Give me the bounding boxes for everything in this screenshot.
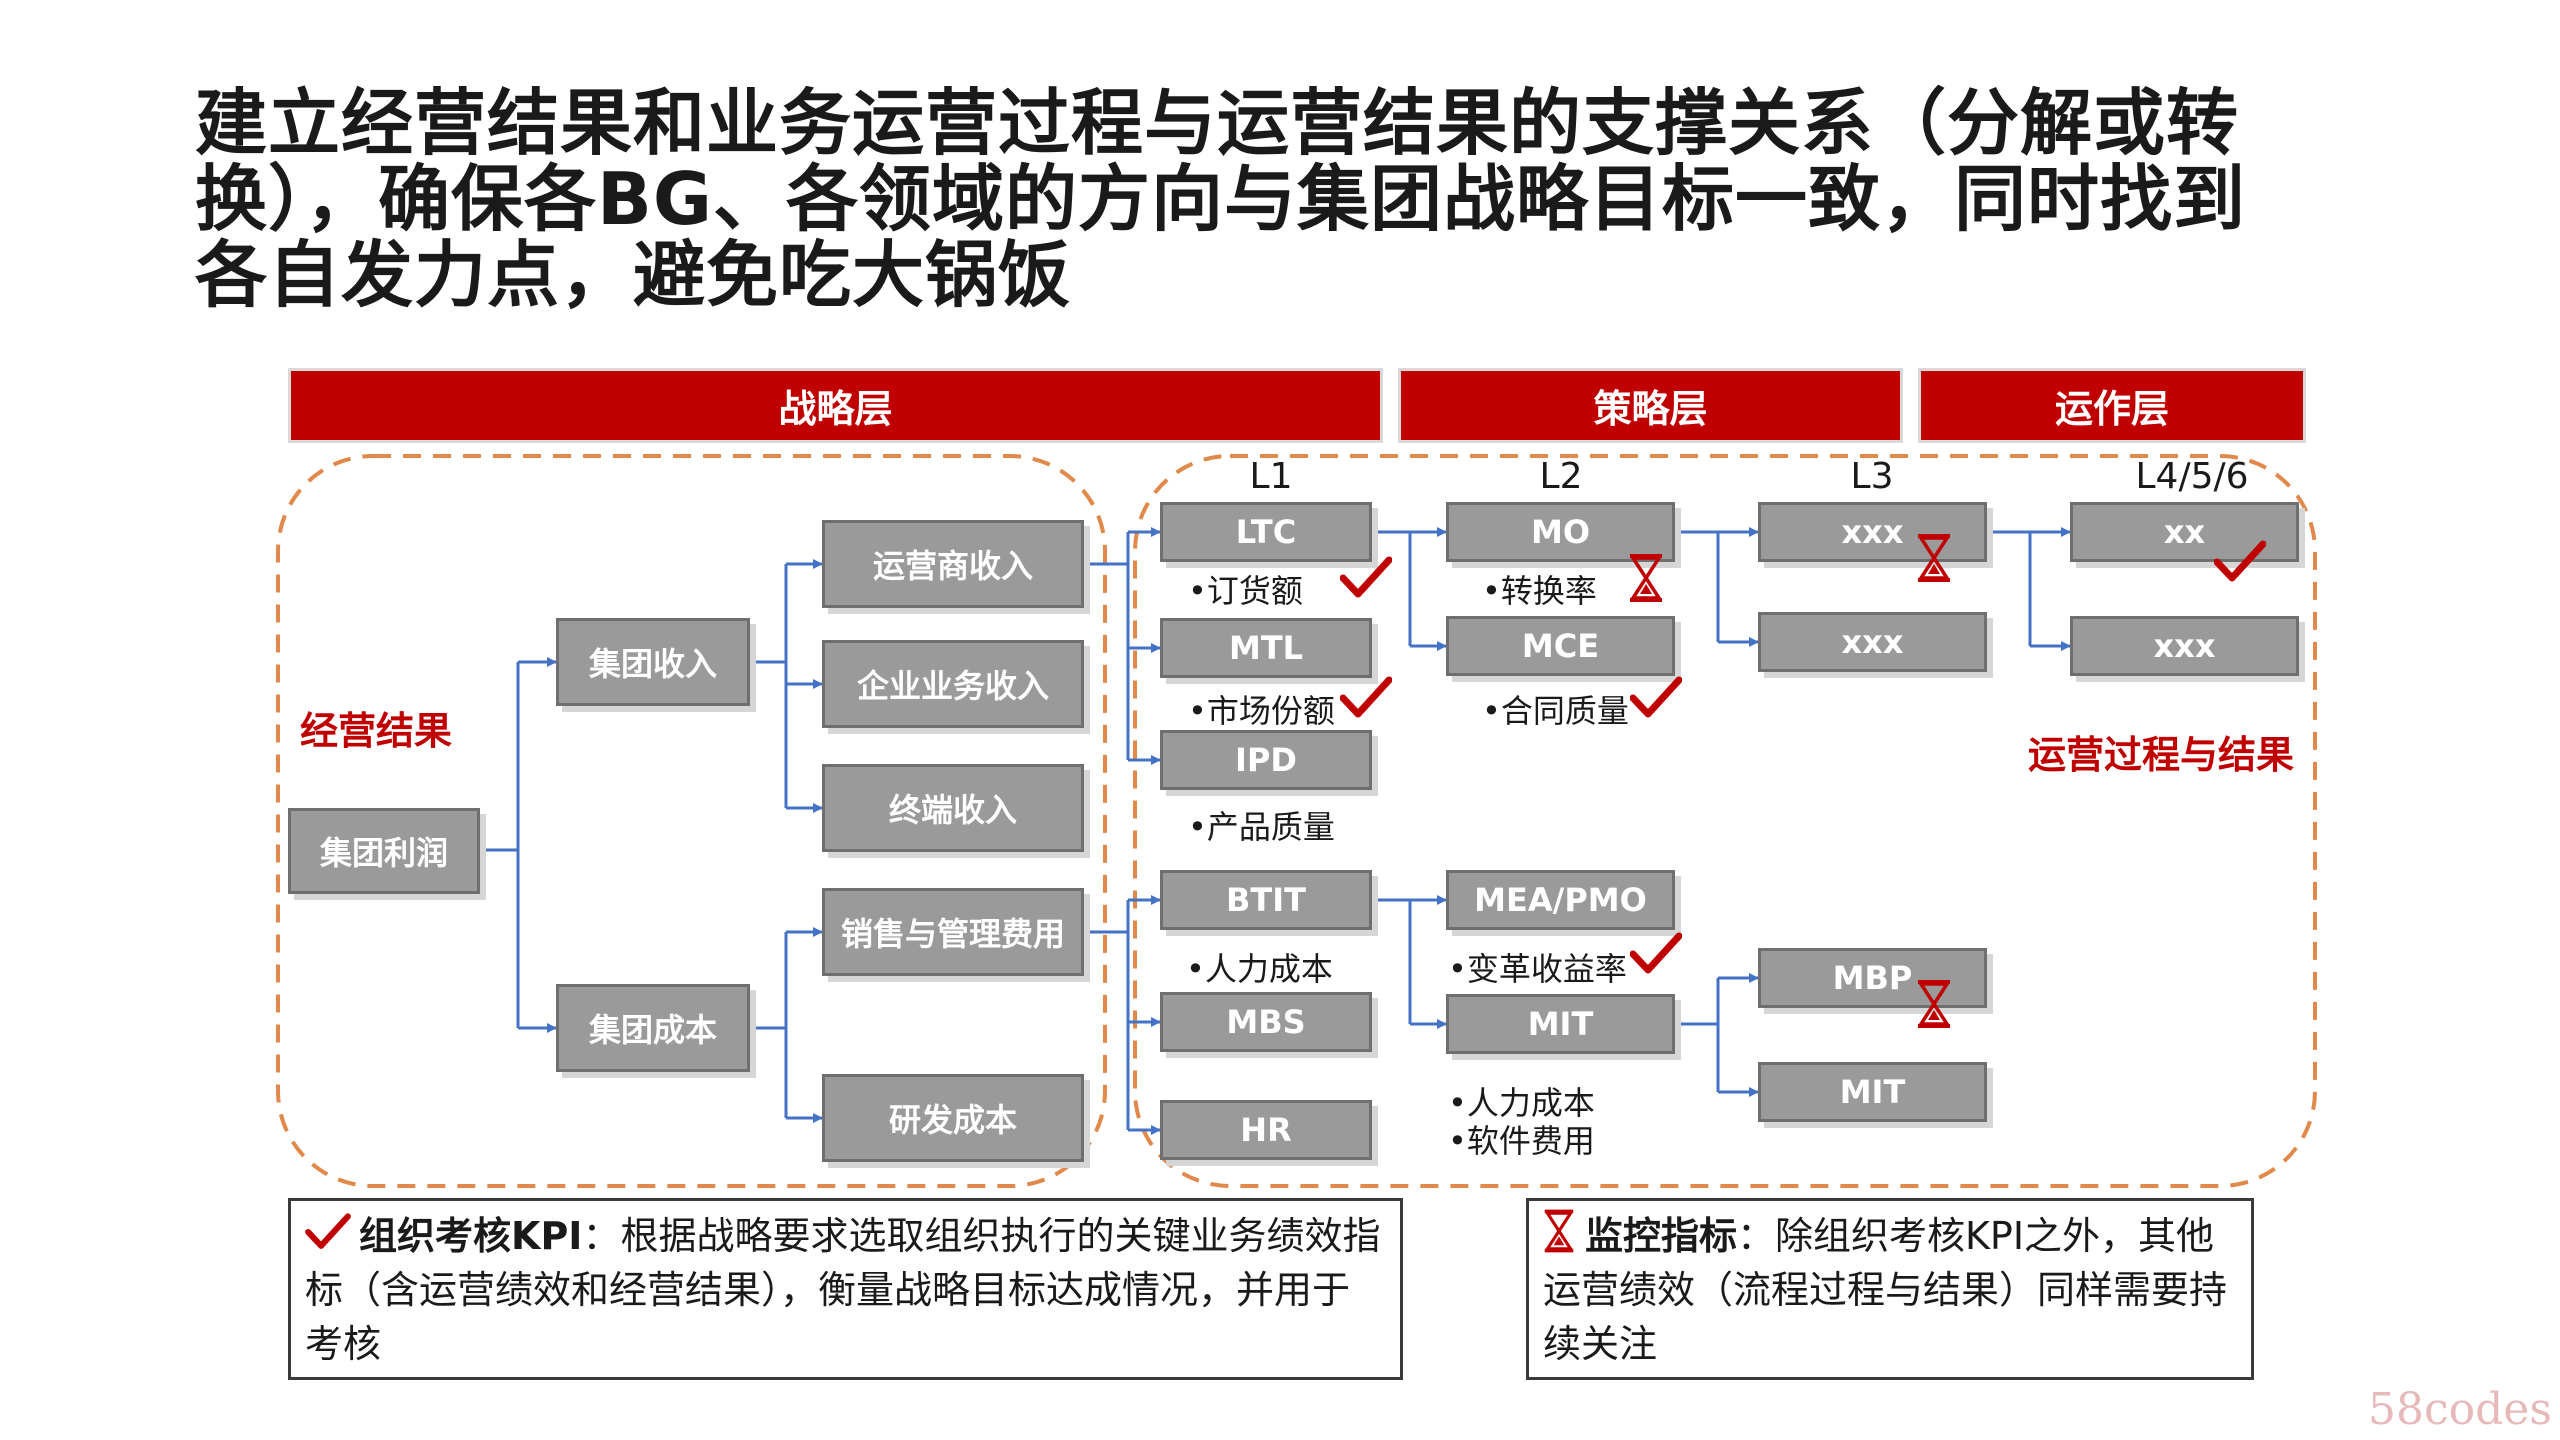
node-btit: BTIT [1160,870,1372,930]
metric-software-cost: •软件费用 [1448,1122,1595,1160]
node-mbp: MBP [1758,948,1987,1008]
title-line-3: 各自发力点，避免吃大锅饭 [195,233,1072,317]
check-icon [305,1213,351,1251]
legend-monitor: 监控指标：除组织考核KPI之外，其他运营绩效（流程过程与结果）同样需要持续关注 [1526,1198,2254,1380]
check-icon [1630,676,1682,720]
node-ipd: IPD [1160,730,1372,790]
node-xxx-l4: xxx [2070,616,2299,676]
node-rd-cost: 研发成本 [822,1074,1084,1162]
metric-contract-quality: •合同质量 [1482,692,1629,730]
metric-order-amount: •订货额 [1188,572,1303,610]
check-icon [1630,932,1682,976]
label-business-result: 经营结果 [300,709,453,753]
node-group-cost: 集团成本 [556,984,750,1072]
node-mce: MCE [1446,616,1675,676]
title-line-2: 换），确保各BG、各领域的方向与集团战略目标一致，同时找到 [195,157,2246,241]
legend-monitor-text: ：除组织考核KPI之外，其他运营绩效（流程过程与结果）同样需要持续关注 [1543,1214,2228,1366]
node-terminal-income: 终端收入 [822,764,1084,852]
node-mbs: MBS [1160,992,1372,1052]
hourglass-icon [1916,980,1952,1028]
metric-market-share: •市场份额 [1188,692,1335,730]
node-enterprise-income: 企业业务收入 [822,640,1084,728]
hourglass-icon [1916,534,1952,582]
level-l1: L1 [1249,456,1293,497]
node-xxx-l3-b: xxx [1758,612,1987,672]
check-icon [1340,556,1392,600]
metric-hr-cost-btit: •人力成本 [1186,950,1333,988]
node-carrier-income: 运营商收入 [822,520,1084,608]
node-mit-l2: MIT [1446,994,1675,1054]
metric-change-benefit: •变革收益率 [1448,950,1627,988]
title-line-1: 建立经营结果和业务运营过程与运营结果的支撑关系（分解或转 [195,81,2240,165]
check-icon [2214,540,2266,584]
band-operation: 运作层 [1918,368,2306,443]
metric-hr-cost-mit: •人力成本 [1448,1084,1595,1122]
metric-product-quality: •产品质量 [1188,808,1335,846]
hourglass-icon [1628,554,1664,602]
node-xx-l4: xx [2070,502,2299,562]
label-process-result: 运营过程与结果 [2028,733,2295,777]
hourglass-icon [1543,1209,1575,1253]
watermark: 58codes [2368,1384,2552,1435]
page-title: 建立经营结果和业务运营过程与运营结果的支撑关系（分解或转 换），确保各BG、各领… [195,85,2395,313]
node-mtl: MTL [1160,618,1372,678]
level-l456: L4/5/6 [2135,456,2249,497]
legend-kpi-term: 组织考核KPI [359,1214,583,1258]
band-tactic: 策略层 [1398,368,1903,443]
legend-kpi-text: ：根据战略要求选取组织执行的关键业务绩效指标（含运营绩效和经营结果），衡量战略目… [305,1214,1381,1366]
node-mea-pmo: MEA/PMO [1446,870,1675,930]
region-process-result [1133,454,2317,1188]
node-group-income: 集团收入 [556,618,750,706]
node-mit-l3: MIT [1758,1062,1987,1122]
check-icon [1340,676,1392,720]
node-xxx-l3-a: xxx [1758,502,1987,562]
metric-conversion-rate: •转换率 [1482,572,1597,610]
level-l3: L3 [1850,456,1894,497]
band-strategy: 战略层 [288,368,1383,443]
legend-kpi: 组织考核KPI：根据战略要求选取组织执行的关键业务绩效指标（含运营绩效和经营结果… [288,1198,1403,1380]
node-ltc: LTC [1160,502,1372,562]
region-business-result [276,454,1107,1188]
node-group-profit: 集团利润 [288,808,480,894]
node-sales-admin-cost: 销售与管理费用 [822,888,1084,976]
node-hr: HR [1160,1100,1372,1160]
legend-monitor-term: 监控指标 [1585,1214,1738,1258]
node-mo: MO [1446,502,1675,562]
level-l2: L2 [1539,456,1583,497]
